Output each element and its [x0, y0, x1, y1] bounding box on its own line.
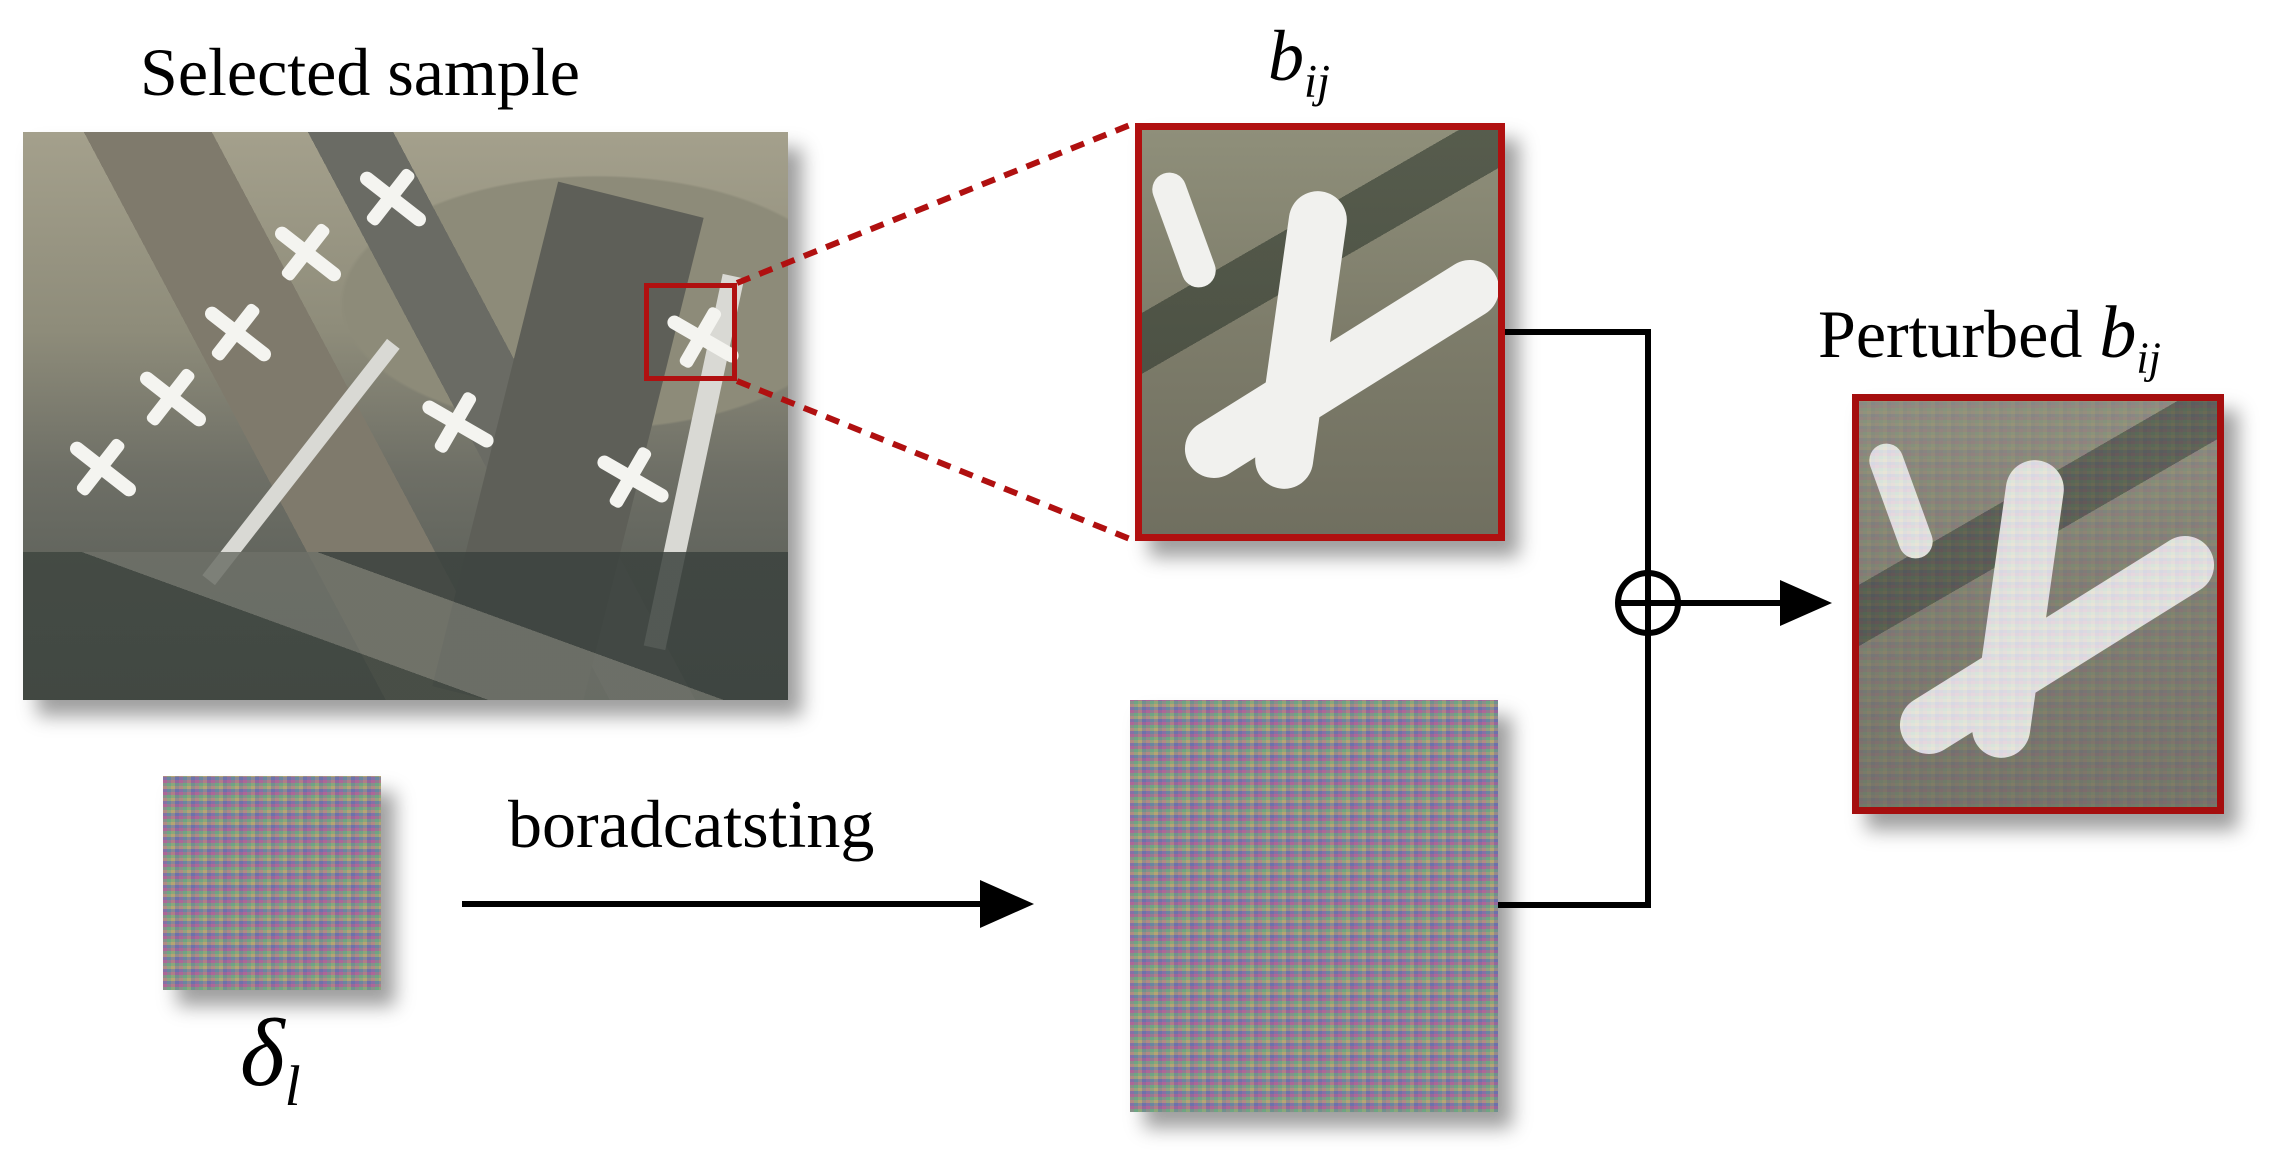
perturbed-b-subscript: ij — [2136, 333, 2161, 383]
perturbed-bij-image — [1852, 394, 2224, 814]
broadcasting-arrow — [462, 880, 1034, 928]
circle-plus-operator — [1615, 570, 1681, 636]
selected-sample-title: Selected sample — [140, 34, 580, 110]
perturbed-prefix: Perturbed — [1818, 296, 2100, 372]
selection-box — [644, 283, 737, 381]
delta-label: δl — [240, 1005, 301, 1116]
bij-label: bij — [1268, 20, 1330, 105]
zoom-dashed-line-top — [735, 120, 1137, 286]
bij-subscript: ij — [1304, 55, 1331, 108]
selected-sample-image — [23, 132, 788, 700]
bij-base: b — [1268, 16, 1304, 96]
bij-connector-line — [1505, 329, 1651, 573]
broadcasting-label: boradcatsting — [508, 786, 875, 862]
output-arrow — [1678, 580, 1832, 626]
broadcast-noise-image — [1130, 700, 1498, 1112]
delta-base: δ — [240, 999, 285, 1106]
perturbed-bij-label: Perturbed bij — [1818, 296, 2161, 381]
noise-connector-line — [1498, 634, 1651, 908]
delta-noise-image — [163, 776, 381, 990]
zoom-dashed-line-bottom — [735, 378, 1137, 544]
perturbed-b-base: b — [2099, 292, 2137, 374]
bij-crop-image — [1135, 123, 1505, 541]
delta-subscript: l — [284, 1055, 301, 1119]
